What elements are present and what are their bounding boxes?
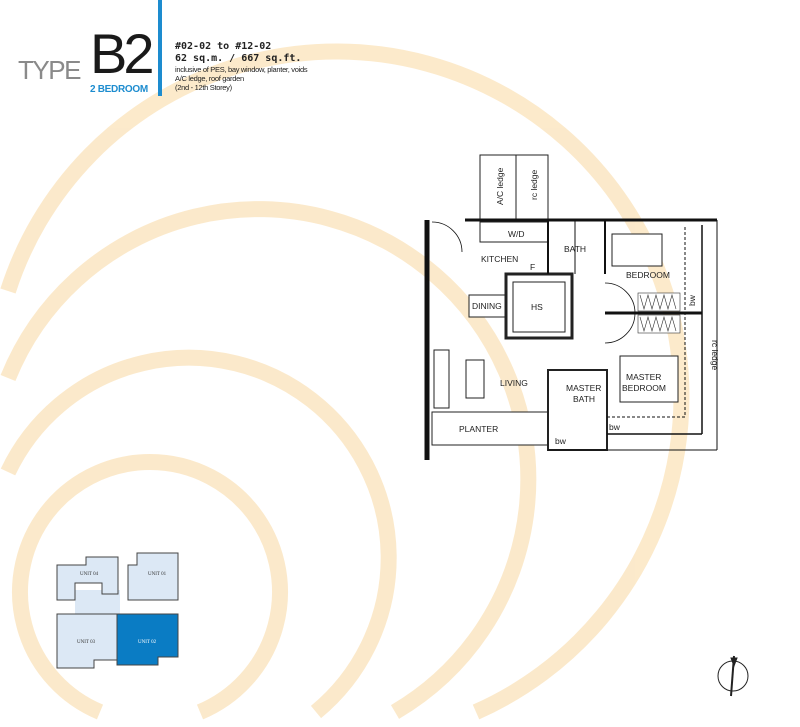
key-unit-02 bbox=[116, 613, 179, 666]
unit-type-code: B2 bbox=[90, 22, 154, 85]
type-word: TYPE bbox=[18, 55, 81, 85]
dining-table bbox=[468, 294, 506, 318]
inclusive-note-2: A/C ledge, roof garden bbox=[175, 74, 244, 83]
dining-label: DINING bbox=[472, 301, 502, 311]
wd-label: W/D bbox=[508, 229, 525, 239]
master-bedroom-label-2: BEDROOM bbox=[622, 383, 666, 393]
key-unit-01 bbox=[127, 552, 179, 601]
kitchen-label: KITCHEN bbox=[481, 254, 518, 264]
bath-label: BATH bbox=[564, 244, 586, 254]
bedroom-label: BEDROOM bbox=[626, 270, 670, 280]
rc-ledge-top-label: rc ledge bbox=[529, 169, 539, 200]
ac-ledge-area bbox=[479, 154, 549, 221]
master-bed bbox=[619, 355, 679, 403]
hs-label: HS bbox=[531, 302, 543, 312]
master-bath-label-2: BATH bbox=[573, 394, 595, 404]
fridge-label: F bbox=[530, 262, 535, 272]
inclusive-note-1: inclusive of PES, bay window, planter, v… bbox=[175, 65, 308, 74]
unit-numbers: #02-02 to #12-02 bbox=[175, 41, 272, 52]
arc bbox=[12, 454, 288, 720]
north-arrow-icon bbox=[717, 655, 749, 697]
bed-small bbox=[611, 233, 663, 267]
coffee-table bbox=[465, 359, 485, 399]
ac-ledge-label: A/C ledge bbox=[495, 167, 505, 205]
bw-label-3: bw bbox=[555, 436, 567, 446]
storey-range: (2nd - 12th Storey) bbox=[175, 83, 232, 92]
unit-info: #02-02 to #12-02 62 sq.m. / 667 sq.ft. i… bbox=[175, 41, 308, 92]
key-unit-01-label: UNIT 01 bbox=[148, 572, 167, 577]
planter-label: PLANTER bbox=[459, 424, 498, 434]
master-bath-label-1: MASTER bbox=[566, 383, 601, 393]
key-unit-03-label: UNIT 03 bbox=[77, 640, 96, 645]
wardrobe bbox=[637, 292, 681, 334]
unit-area: 62 sq.m. / 667 sq.ft. bbox=[175, 53, 302, 64]
key-unit-02-label: UNIT 02 bbox=[138, 640, 157, 645]
master-bedroom-label-1: MASTER bbox=[626, 372, 661, 382]
bw-label-1: bw bbox=[687, 294, 697, 306]
bedroom-count: 2 BEDROOM bbox=[90, 84, 148, 95]
key-unit-04 bbox=[56, 556, 119, 601]
arc bbox=[0, 43, 690, 720]
arc bbox=[0, 349, 397, 719]
living-label: LIVING bbox=[500, 378, 528, 388]
planter-area bbox=[431, 411, 549, 446]
key-unit-04-label: UNIT 04 bbox=[80, 572, 99, 577]
arc bbox=[0, 201, 537, 719]
key-plan bbox=[56, 552, 179, 669]
rc-ledge-right-label: rc ledge bbox=[710, 340, 720, 371]
bw-label-2: bw bbox=[609, 422, 621, 432]
sofa bbox=[433, 349, 450, 409]
divider bbox=[158, 0, 162, 96]
